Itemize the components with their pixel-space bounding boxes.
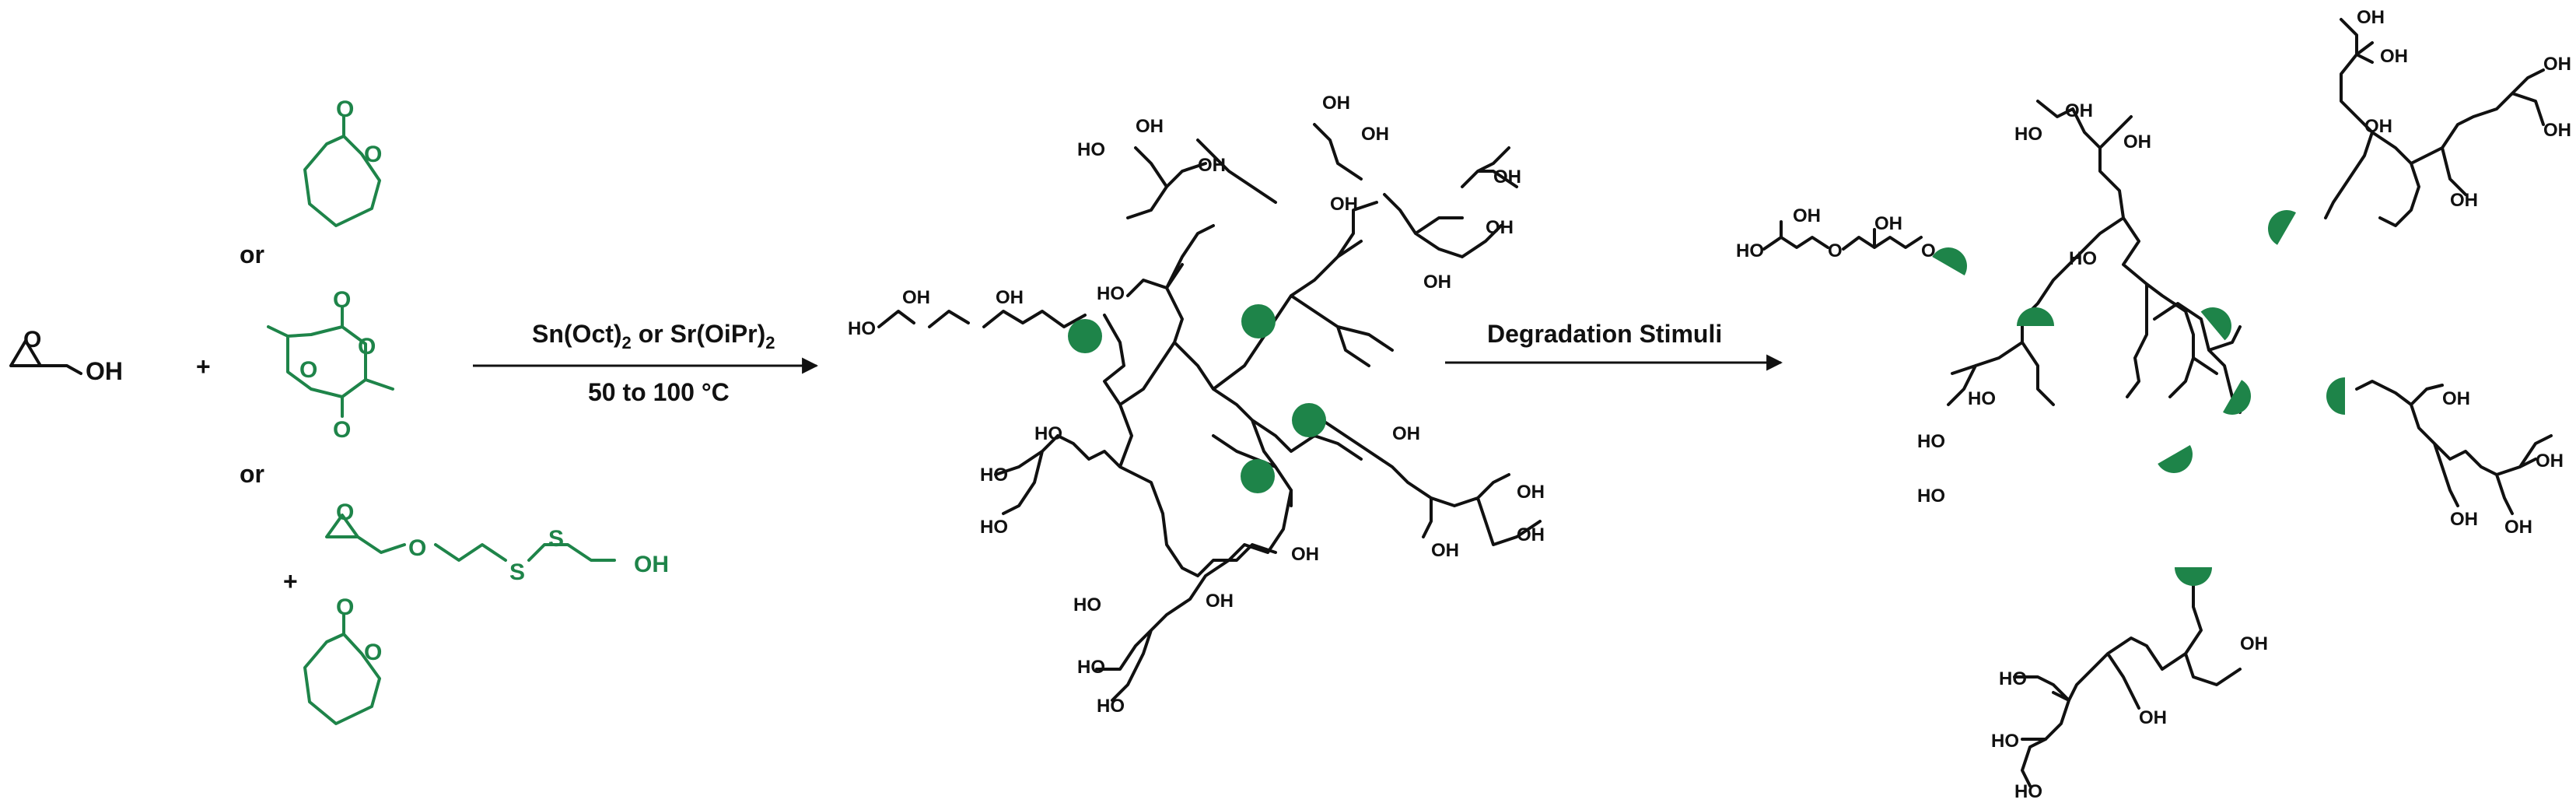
frag5-ho-2: HO <box>1991 731 2019 752</box>
sulfur-label-1: S <box>509 559 525 585</box>
frag2-ho-5: HO <box>1917 486 1945 507</box>
end-group-ho-9: HO <box>1097 696 1125 717</box>
end-group-oh-4: OH <box>1198 155 1226 176</box>
frag5-oh-2: OH <box>2139 707 2167 728</box>
temperature-label: 50 to 100 °C <box>588 378 730 406</box>
ring-oxygen-label-2: O <box>364 640 382 665</box>
initiator-core-node-1 <box>1068 319 1102 353</box>
lactide-ring-o-right: O <box>358 334 376 359</box>
initiator-core-node-4 <box>1241 459 1275 493</box>
frag2-oh-1: OH <box>2065 100 2093 121</box>
degraded-marker-4 <box>2223 380 2251 415</box>
end-group-ho-6: HO <box>980 517 1008 538</box>
degraded-marker-8 <box>2175 567 2212 586</box>
caprolactone-structure-bottom: O O <box>303 594 382 725</box>
lactide-carbonyl-o-top: O <box>333 287 351 313</box>
frag4-oh-3: OH <box>2536 451 2564 472</box>
disulfide-hydroxyl-label: OH <box>634 552 669 577</box>
sulfur-label-2: S <box>548 526 564 552</box>
frag1-oh-2: OH <box>1874 213 1902 234</box>
degraded-marker-1 <box>1932 247 1967 275</box>
end-group-oh-13: OH <box>1517 524 1545 545</box>
end-group-oh-14: OH <box>1431 540 1459 561</box>
ether-oxygen-green: O <box>408 535 426 561</box>
end-group-ho-7: HO <box>1073 594 1101 615</box>
end-group-oh-5: OH <box>1322 93 1350 114</box>
caprolactone-structure-top: O O <box>303 96 382 227</box>
end-group-ho-8: HO <box>1077 657 1105 678</box>
degraded-marker-2 <box>2017 307 2054 326</box>
degraded-marker-6 <box>2268 210 2296 245</box>
end-group-oh-10: OH <box>1330 194 1358 215</box>
end-group-oh-1: OH <box>902 287 930 308</box>
plus-sign-1: + <box>196 352 211 380</box>
frag2-ho-1: HO <box>2014 124 2042 145</box>
frag5-ho-1: HO <box>1999 668 2027 689</box>
frag2-ho-3: HO <box>1968 388 1996 409</box>
glycidol-hydroxyl-label: OH <box>86 357 123 385</box>
frag1-ho: HO <box>1736 240 1764 261</box>
end-group-oh-11: OH <box>1392 423 1420 444</box>
degradation-stimuli-label: Degradation Stimuli <box>1487 320 1722 348</box>
epoxide-oxygen-green: O <box>336 500 354 525</box>
end-group-oh-8: OH <box>1486 217 1514 238</box>
frag2-ho-4: HO <box>1917 431 1945 452</box>
or-label-2: or <box>240 460 264 488</box>
frag3-oh-3: OH <box>2364 116 2392 137</box>
frag3-oh-5: OH <box>2543 54 2571 75</box>
frag1-oh-1: OH <box>1793 205 1821 226</box>
end-group-ho-5: HO <box>980 465 1008 486</box>
end-group-oh-15: OH <box>1291 544 1319 565</box>
frag4-oh-4: OH <box>2504 517 2532 538</box>
epoxide-oxygen-label: O <box>23 327 41 352</box>
initiator-core-node-2 <box>1241 304 1276 338</box>
end-group-oh-6: OH <box>1361 124 1389 145</box>
plus-sign-2: + <box>283 567 298 595</box>
catalyst-label: Sn(Oct)2 or Sr(OiPr)2 <box>532 320 775 352</box>
end-group-ho-3: HO <box>1097 283 1125 304</box>
end-group-oh-9: OH <box>1423 272 1451 293</box>
frag5-oh-1: OH <box>2240 633 2268 654</box>
frag1-o-1: O <box>1828 240 1843 261</box>
end-group-oh-3: OH <box>1136 116 1164 137</box>
end-group-oh-16: OH <box>1206 591 1234 612</box>
degraded-marker-3 <box>2200 307 2231 341</box>
frag4-oh-2: OH <box>2450 509 2478 530</box>
glycidol-structure: O OH <box>9 327 123 385</box>
end-group-oh-7: OH <box>1493 167 1521 188</box>
lactide-structure: O O O O <box>267 287 394 443</box>
frag2-ho-2: HO <box>2069 248 2097 269</box>
reaction-arrow-2: Degradation Stimuli <box>1445 320 1783 371</box>
ring-oxygen-label: O <box>364 142 382 167</box>
frag3-oh-6: OH <box>2543 120 2571 141</box>
end-group-ho-2: HO <box>1077 139 1105 160</box>
frag4-oh-1: OH <box>2442 388 2470 409</box>
end-group-ho-1: HO <box>848 318 876 339</box>
hyperbranched-polymer-product: HO OH OH HO OH OH OH OH OH OH OH OH HO O… <box>848 93 1545 717</box>
degraded-marker-5 <box>2158 445 2193 473</box>
reaction-arrow-1: Sn(Oct)2 or Sr(OiPr)2 50 to 100 °C <box>473 320 819 406</box>
frag3-oh-1: OH <box>2357 7 2385 28</box>
end-group-oh-12: OH <box>1517 482 1545 503</box>
lactide-ring-o-left: O <box>299 357 317 383</box>
frag5-ho-3: HO <box>2014 781 2042 802</box>
frag1-o-2: O <box>1921 240 1936 261</box>
frag3-oh-4: OH <box>2450 190 2478 211</box>
end-group-oh-2: OH <box>996 287 1024 308</box>
end-group-ho-4: HO <box>1034 423 1062 444</box>
degraded-marker-7 <box>2326 377 2345 415</box>
disulfide-glycidyl-ether-structure: O O S S OH <box>325 500 669 585</box>
degradation-fragments: HO OH OH O O HO OH OH HO HO HO HO OH OH … <box>1736 7 2571 802</box>
initiator-core-node-3 <box>1292 403 1326 437</box>
carbonyl-oxygen-label: O <box>336 96 354 122</box>
frag3-oh-2: OH <box>2380 46 2408 67</box>
frag2-oh-2: OH <box>2123 131 2151 153</box>
lactide-carbonyl-o-bottom: O <box>333 417 351 443</box>
or-label-1: or <box>240 240 264 268</box>
carbonyl-oxygen-label-2: O <box>336 594 354 620</box>
